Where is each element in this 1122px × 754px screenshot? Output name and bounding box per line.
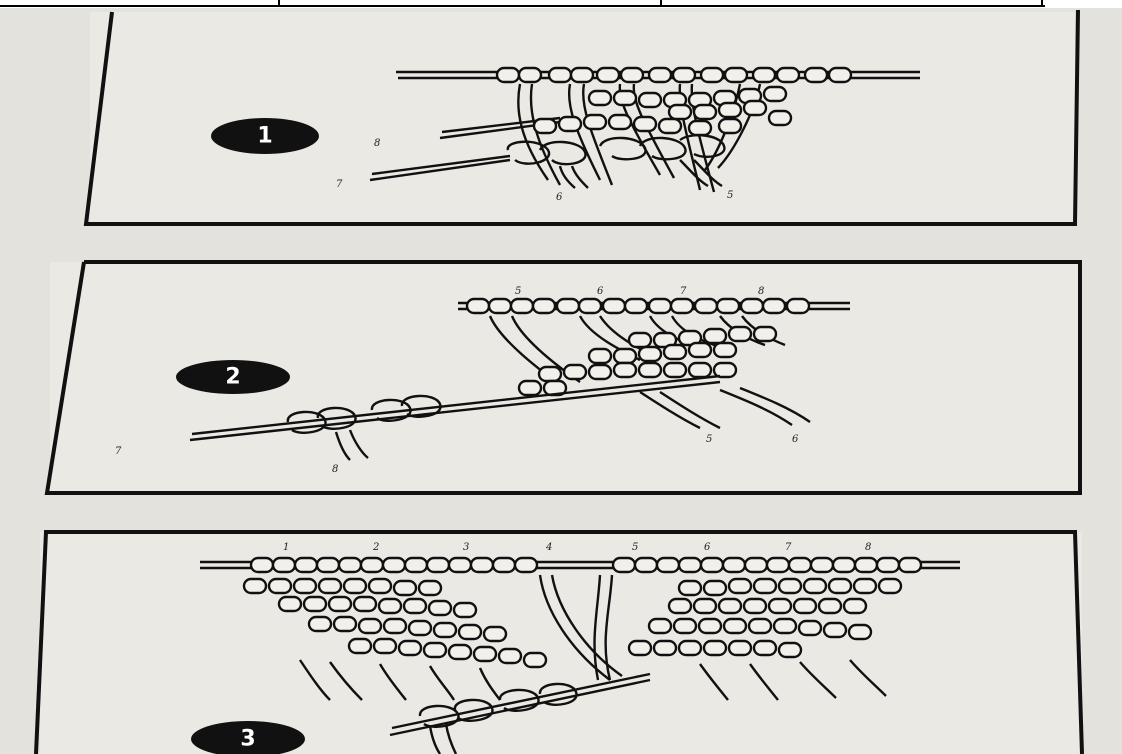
- panel-step-3: 3: [36, 532, 1082, 754]
- cord-label: 6: [704, 542, 711, 553]
- cord-label: 4: [545, 542, 552, 553]
- cord-label: 7: [115, 446, 122, 457]
- panel-step-2: 2: [47, 262, 1080, 493]
- cord-label: 5: [706, 434, 712, 445]
- cord-label: 1: [283, 542, 289, 553]
- cord-label: 5: [727, 190, 733, 201]
- step-2-badge: 2: [176, 360, 290, 394]
- cord-label: 2: [372, 542, 379, 553]
- cord-label: 8: [758, 286, 764, 297]
- cord-label: 7: [336, 179, 343, 190]
- cord-label: 5: [632, 542, 638, 553]
- cord-label: 5: [515, 286, 521, 297]
- cord-label: 8: [332, 464, 338, 475]
- cord-label: 6: [792, 434, 799, 445]
- cord-label: 6: [556, 192, 563, 203]
- cord-label: 8: [374, 138, 380, 149]
- cord-label: 6: [597, 286, 604, 297]
- panel-step-1: 1: [86, 10, 1078, 224]
- cord-label: 7: [680, 286, 687, 297]
- cord-label: 7: [785, 542, 792, 553]
- cord-label: 8: [865, 542, 871, 553]
- svg-text:2: 2: [225, 365, 240, 390]
- cord-label: 3: [463, 542, 469, 553]
- svg-text:1: 1: [257, 124, 272, 149]
- step-1-badge: 1: [211, 118, 319, 154]
- svg-text:3: 3: [240, 727, 255, 752]
